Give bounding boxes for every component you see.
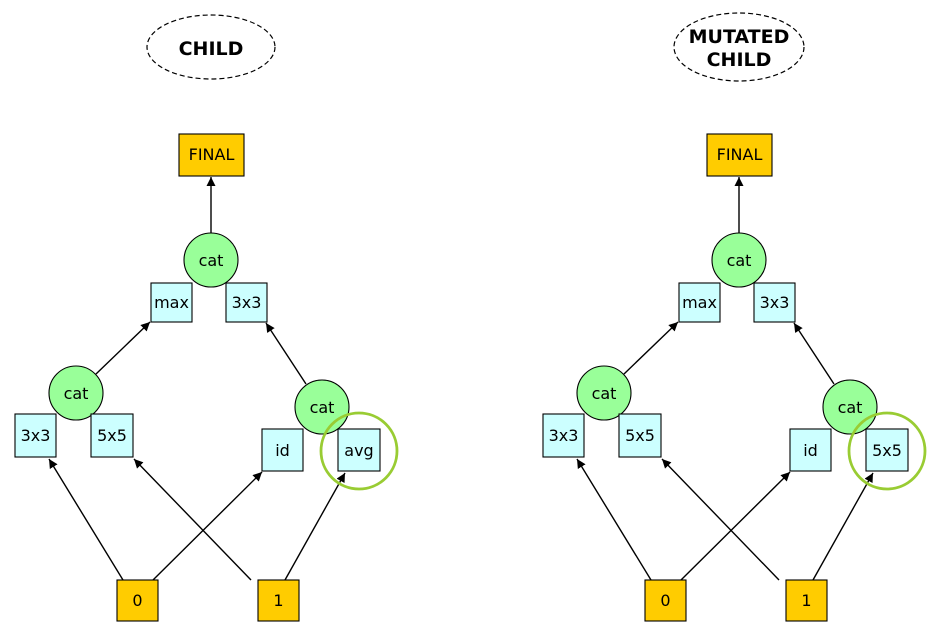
svg-text:5x5: 5x5: [97, 426, 127, 445]
cat-node: cat: [294, 379, 350, 435]
cat-node: cat: [822, 379, 878, 435]
svg-text:id: id: [275, 441, 290, 460]
svg-text:1: 1: [801, 591, 811, 610]
svg-text:cat: cat: [64, 384, 89, 403]
op-node-3x3: 3x3: [542, 413, 585, 458]
edge: [623, 321, 679, 375]
edge: [95, 321, 151, 375]
mutated-child-title: MUTATED CHILD: [673, 12, 805, 82]
op-node-avg: avg: [337, 428, 381, 472]
title-line: MUTATED: [689, 26, 790, 48]
svg-text:cat: cat: [199, 251, 224, 270]
mutated-child-panel: MUTATED CHILD FINAL cat max 3x3: [542, 12, 927, 622]
svg-text:5x5: 5x5: [872, 441, 902, 460]
svg-text:cat: cat: [838, 398, 863, 417]
edge: [133, 458, 252, 581]
edge: [152, 471, 263, 581]
svg-text:max: max: [154, 293, 189, 312]
cat-node: cat: [183, 232, 239, 288]
svg-text:cat: cat: [592, 384, 617, 403]
svg-text:cat: cat: [727, 251, 752, 270]
input-node-1: 1: [785, 579, 828, 622]
svg-text:1: 1: [273, 591, 283, 610]
svg-text:0: 0: [132, 591, 142, 610]
svg-text:id: id: [803, 441, 818, 460]
svg-text:cat: cat: [310, 398, 335, 417]
edge: [680, 471, 791, 581]
edge: [661, 458, 780, 581]
svg-text:avg: avg: [344, 441, 373, 460]
edge: [265, 322, 307, 385]
svg-text:0: 0: [660, 591, 670, 610]
cat-node: cat: [48, 365, 104, 421]
svg-text:3x3: 3x3: [760, 293, 790, 312]
child-title: CHILD: [146, 14, 276, 80]
input-node-0: 0: [116, 579, 159, 622]
title-ellipse: [146, 14, 276, 80]
cat-node: cat: [711, 232, 767, 288]
input-node-1: 1: [257, 579, 300, 622]
op-node-max: max: [678, 282, 721, 323]
cat-node: cat: [576, 365, 632, 421]
op-node-5x5: 5x5: [618, 413, 662, 458]
child-panel: CHILD FINAL cat max 3x3: [14, 14, 399, 622]
op-node-id: id: [261, 428, 304, 472]
op-node-3x3: 3x3: [14, 413, 57, 458]
svg-text:FINAL: FINAL: [717, 145, 763, 164]
highlight-circle: [847, 411, 927, 491]
svg-text:3x3: 3x3: [21, 426, 51, 445]
svg-text:3x3: 3x3: [549, 426, 579, 445]
edge: [793, 322, 835, 385]
title-line: CHILD: [707, 49, 772, 71]
final-node: FINAL: [706, 133, 773, 177]
op-node-max: max: [150, 282, 193, 323]
final-node: FINAL: [178, 133, 245, 177]
edge: [812, 472, 874, 581]
op-node-5x5-mutated: 5x5: [865, 428, 909, 472]
svg-text:max: max: [682, 293, 717, 312]
svg-text:3x3: 3x3: [232, 293, 262, 312]
op-node-5x5: 5x5: [90, 413, 134, 458]
edge: [576, 458, 652, 581]
title-line: CHILD: [179, 38, 244, 60]
title-ellipse: [673, 12, 805, 82]
op-node-3x3: 3x3: [753, 282, 796, 323]
op-node-id: id: [789, 428, 832, 472]
op-node-3x3: 3x3: [225, 282, 268, 323]
svg-text:FINAL: FINAL: [189, 145, 235, 164]
highlight-circle: [319, 411, 399, 491]
svg-text:5x5: 5x5: [625, 426, 655, 445]
edge: [284, 472, 346, 581]
input-node-0: 0: [644, 579, 687, 622]
edge: [48, 458, 124, 581]
